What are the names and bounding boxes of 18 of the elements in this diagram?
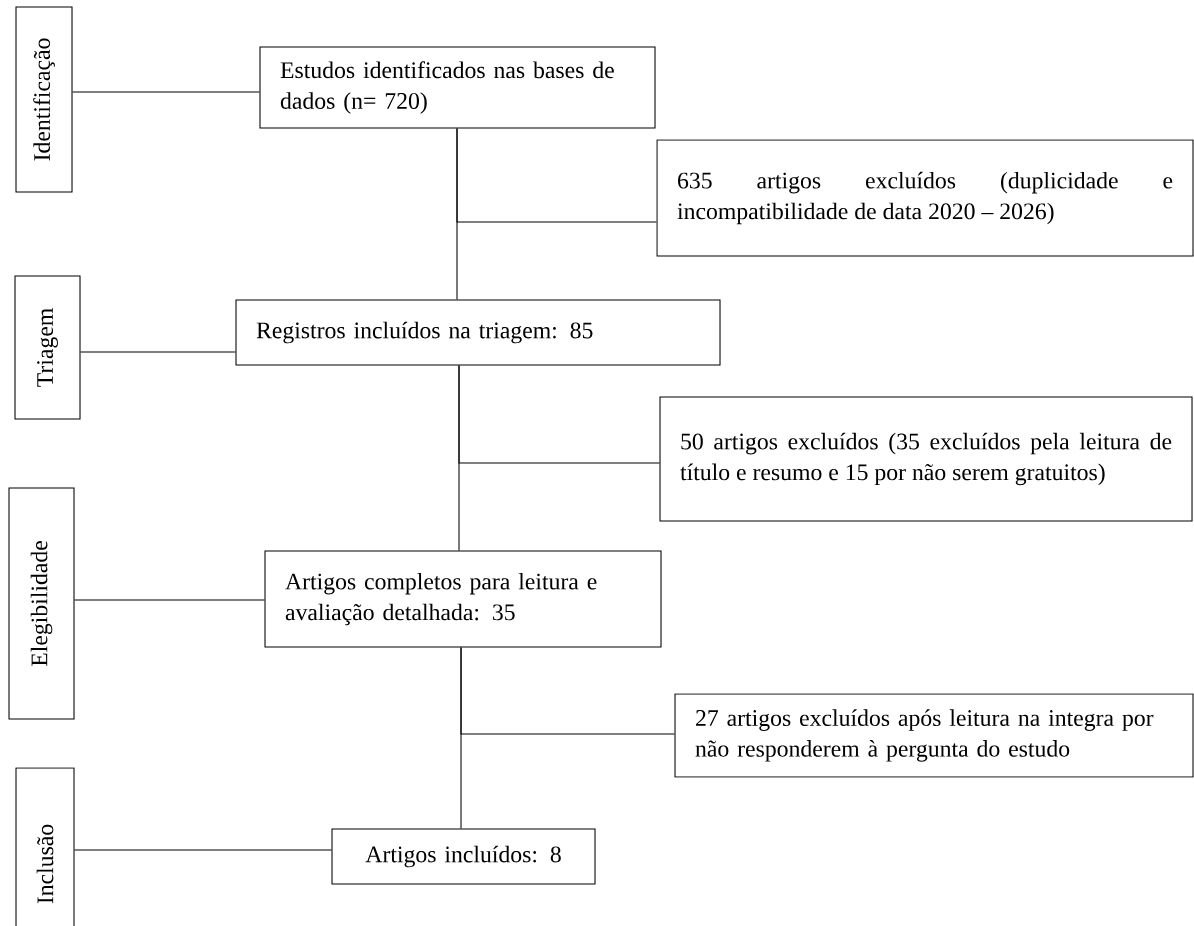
exclusion-box: 27 artigos excluídos após leitura na integra por não responderem à pergunta do estudo [674, 693, 1194, 778]
stage-label-box: Identificação [15, 6, 73, 193]
exclusion-box: 635 artigos excluídos (duplicidade e incompatibilidade de data 2020 – 2026) [656, 139, 1194, 257]
exclusion-box: 50 artigos excluídos (35 excluídos pela leitura de título e resumo e 15 por não serem gratuitos) [659, 396, 1193, 522]
connector-line [74, 849, 332, 851]
connector-line [80, 351, 236, 353]
connector-line [74, 599, 265, 601]
stage-label-box: Triagem [14, 275, 81, 420]
process-box: Registros incluídos na triagem: 85 [235, 299, 721, 366]
connector-line [460, 647, 675, 735]
connector-line [458, 365, 660, 464]
connector-line [72, 91, 260, 93]
process-box: Estudos identificados nas bases de dados (n= 720) [259, 46, 656, 129]
connector-line [456, 128, 657, 223]
stage-label-box: Inclusão [15, 767, 75, 926]
process-box: Artigos completos para leitura e avaliação detalhada: 35 [264, 550, 662, 648]
stage-label-box: Elegibilidade [8, 487, 75, 720]
process-box: Artigos incluídos: 8 [331, 828, 596, 885]
